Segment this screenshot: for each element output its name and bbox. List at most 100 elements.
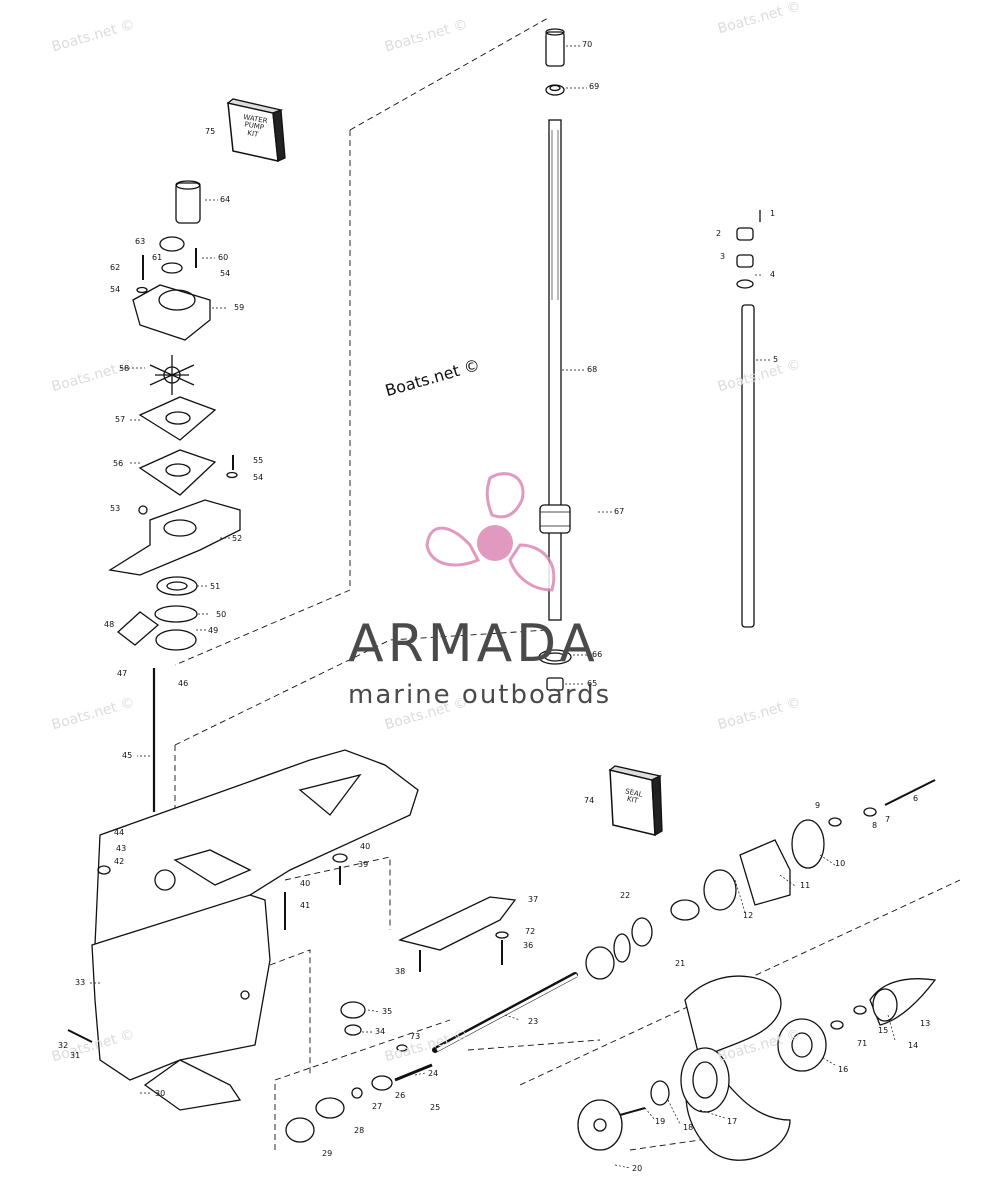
part-callout: 24 [428, 1069, 439, 1078]
part-callout: 27 [372, 1102, 383, 1111]
o-ring-large [791, 819, 825, 869]
part-callout: 5 [773, 355, 779, 364]
part-callout: 30 [155, 1089, 166, 1098]
part-callout: 13 [920, 1019, 931, 1028]
part-callout: 36 [523, 941, 534, 950]
part-callout: 2 [716, 229, 722, 238]
part-callout: 11 [800, 881, 811, 890]
part-callout: 23 [528, 1017, 539, 1026]
propeller [680, 975, 791, 1161]
part-callout: 35 [382, 1007, 393, 1016]
part-callout: 17 [727, 1117, 738, 1126]
part-callout: 58 [119, 364, 130, 373]
part-callout: 22 [620, 891, 631, 900]
part-callout: 72 [525, 927, 536, 936]
part-callout: 44 [114, 828, 125, 837]
part-callout: 74 [584, 796, 595, 805]
part-callout: 61 [152, 253, 163, 262]
part-callout: 39 [358, 860, 369, 869]
part-callout: 4 [770, 270, 776, 279]
part-callout: 28 [354, 1126, 365, 1135]
part-callout: 37 [528, 895, 539, 904]
part-callout: 8 [872, 821, 878, 830]
bearing-carrier [739, 839, 791, 906]
part-callout: 62 [110, 263, 121, 272]
part-callout: 43 [116, 844, 127, 853]
part-callout: 70 [582, 40, 593, 49]
part-callout: 67 [614, 507, 625, 516]
part-callout: 21 [675, 959, 686, 968]
part-callout: 75 [205, 127, 216, 136]
part-callout: 41 [300, 901, 311, 910]
part-callout: 14 [908, 1041, 919, 1050]
part-callout: 31 [70, 1051, 81, 1060]
thrust-hub [777, 1018, 827, 1072]
gear-housing [91, 749, 419, 1111]
part-callout: 7 [885, 815, 891, 824]
water-pump-assembly [108, 180, 241, 651]
part-callout: 56 [113, 459, 124, 468]
part-callout: 66 [592, 650, 603, 659]
part-callout: 26 [395, 1091, 406, 1100]
part-callout: 60 [218, 253, 229, 262]
part-callout: 34 [375, 1027, 386, 1036]
part-callout: 64 [220, 195, 231, 204]
impeller [149, 355, 195, 395]
leader-lines [88, 45, 896, 1169]
part-callout: 1 [770, 209, 776, 218]
part-callout: 68 [587, 365, 598, 374]
part-callout: 10 [835, 859, 846, 868]
drive-shaft [539, 119, 571, 621]
part-callout: 54 [220, 269, 231, 278]
brand-name: ARMADA [348, 614, 599, 674]
part-callout: 71 [857, 1039, 868, 1048]
part-callout: 47 [117, 669, 128, 678]
part-callout: 52 [232, 534, 243, 543]
part-callout: 6 [913, 794, 919, 803]
part-callout: 53 [110, 504, 121, 513]
part-callout: 29 [322, 1149, 333, 1158]
part-callout: 51 [210, 582, 221, 591]
part-callout: 9 [815, 801, 821, 810]
seal-kit-box [608, 765, 663, 837]
shaft-seal [538, 649, 572, 665]
part-callout: 59 [234, 303, 245, 312]
thrust-washer [577, 1099, 623, 1151]
reverse-gear [315, 1097, 345, 1119]
water-pump-kit-box [226, 98, 286, 162]
part-callout: 16 [838, 1065, 849, 1074]
part-callout: 18 [683, 1123, 694, 1132]
part-callout: 32 [58, 1041, 69, 1050]
part-callout: 54 [110, 285, 121, 294]
part-callout: 42 [114, 857, 125, 866]
part-callout: 40 [360, 842, 371, 851]
bushing [545, 31, 565, 67]
part-callout: 40 [300, 879, 311, 888]
part-callout: 48 [104, 620, 115, 629]
part-callout: 20 [632, 1164, 643, 1173]
brand-logo-icon [425, 472, 556, 592]
part-callout: 15 [878, 1026, 889, 1035]
part-callout: 12 [743, 911, 754, 920]
part-callout: 73 [410, 1032, 421, 1041]
o-ring [703, 869, 737, 911]
part-callout: 57 [115, 415, 126, 424]
part-callout: 46 [178, 679, 189, 688]
part-callout: 55 [253, 456, 264, 465]
part-callout: 38 [395, 967, 406, 976]
part-callout: 50 [216, 610, 227, 619]
needle-bearing [546, 677, 564, 691]
forward-gear [585, 946, 615, 980]
part-callout: 54 [253, 473, 264, 482]
part-callout: 33 [75, 978, 86, 987]
shift-rod [736, 210, 761, 628]
part-callout: 45 [122, 751, 133, 760]
part-callout: 69 [589, 82, 600, 91]
pinion-gear [340, 1001, 366, 1019]
part-callout: 3 [720, 252, 726, 261]
part-callout: 19 [655, 1117, 666, 1126]
brand-tagline: marine outboards [348, 680, 612, 710]
bracket [398, 896, 517, 951]
